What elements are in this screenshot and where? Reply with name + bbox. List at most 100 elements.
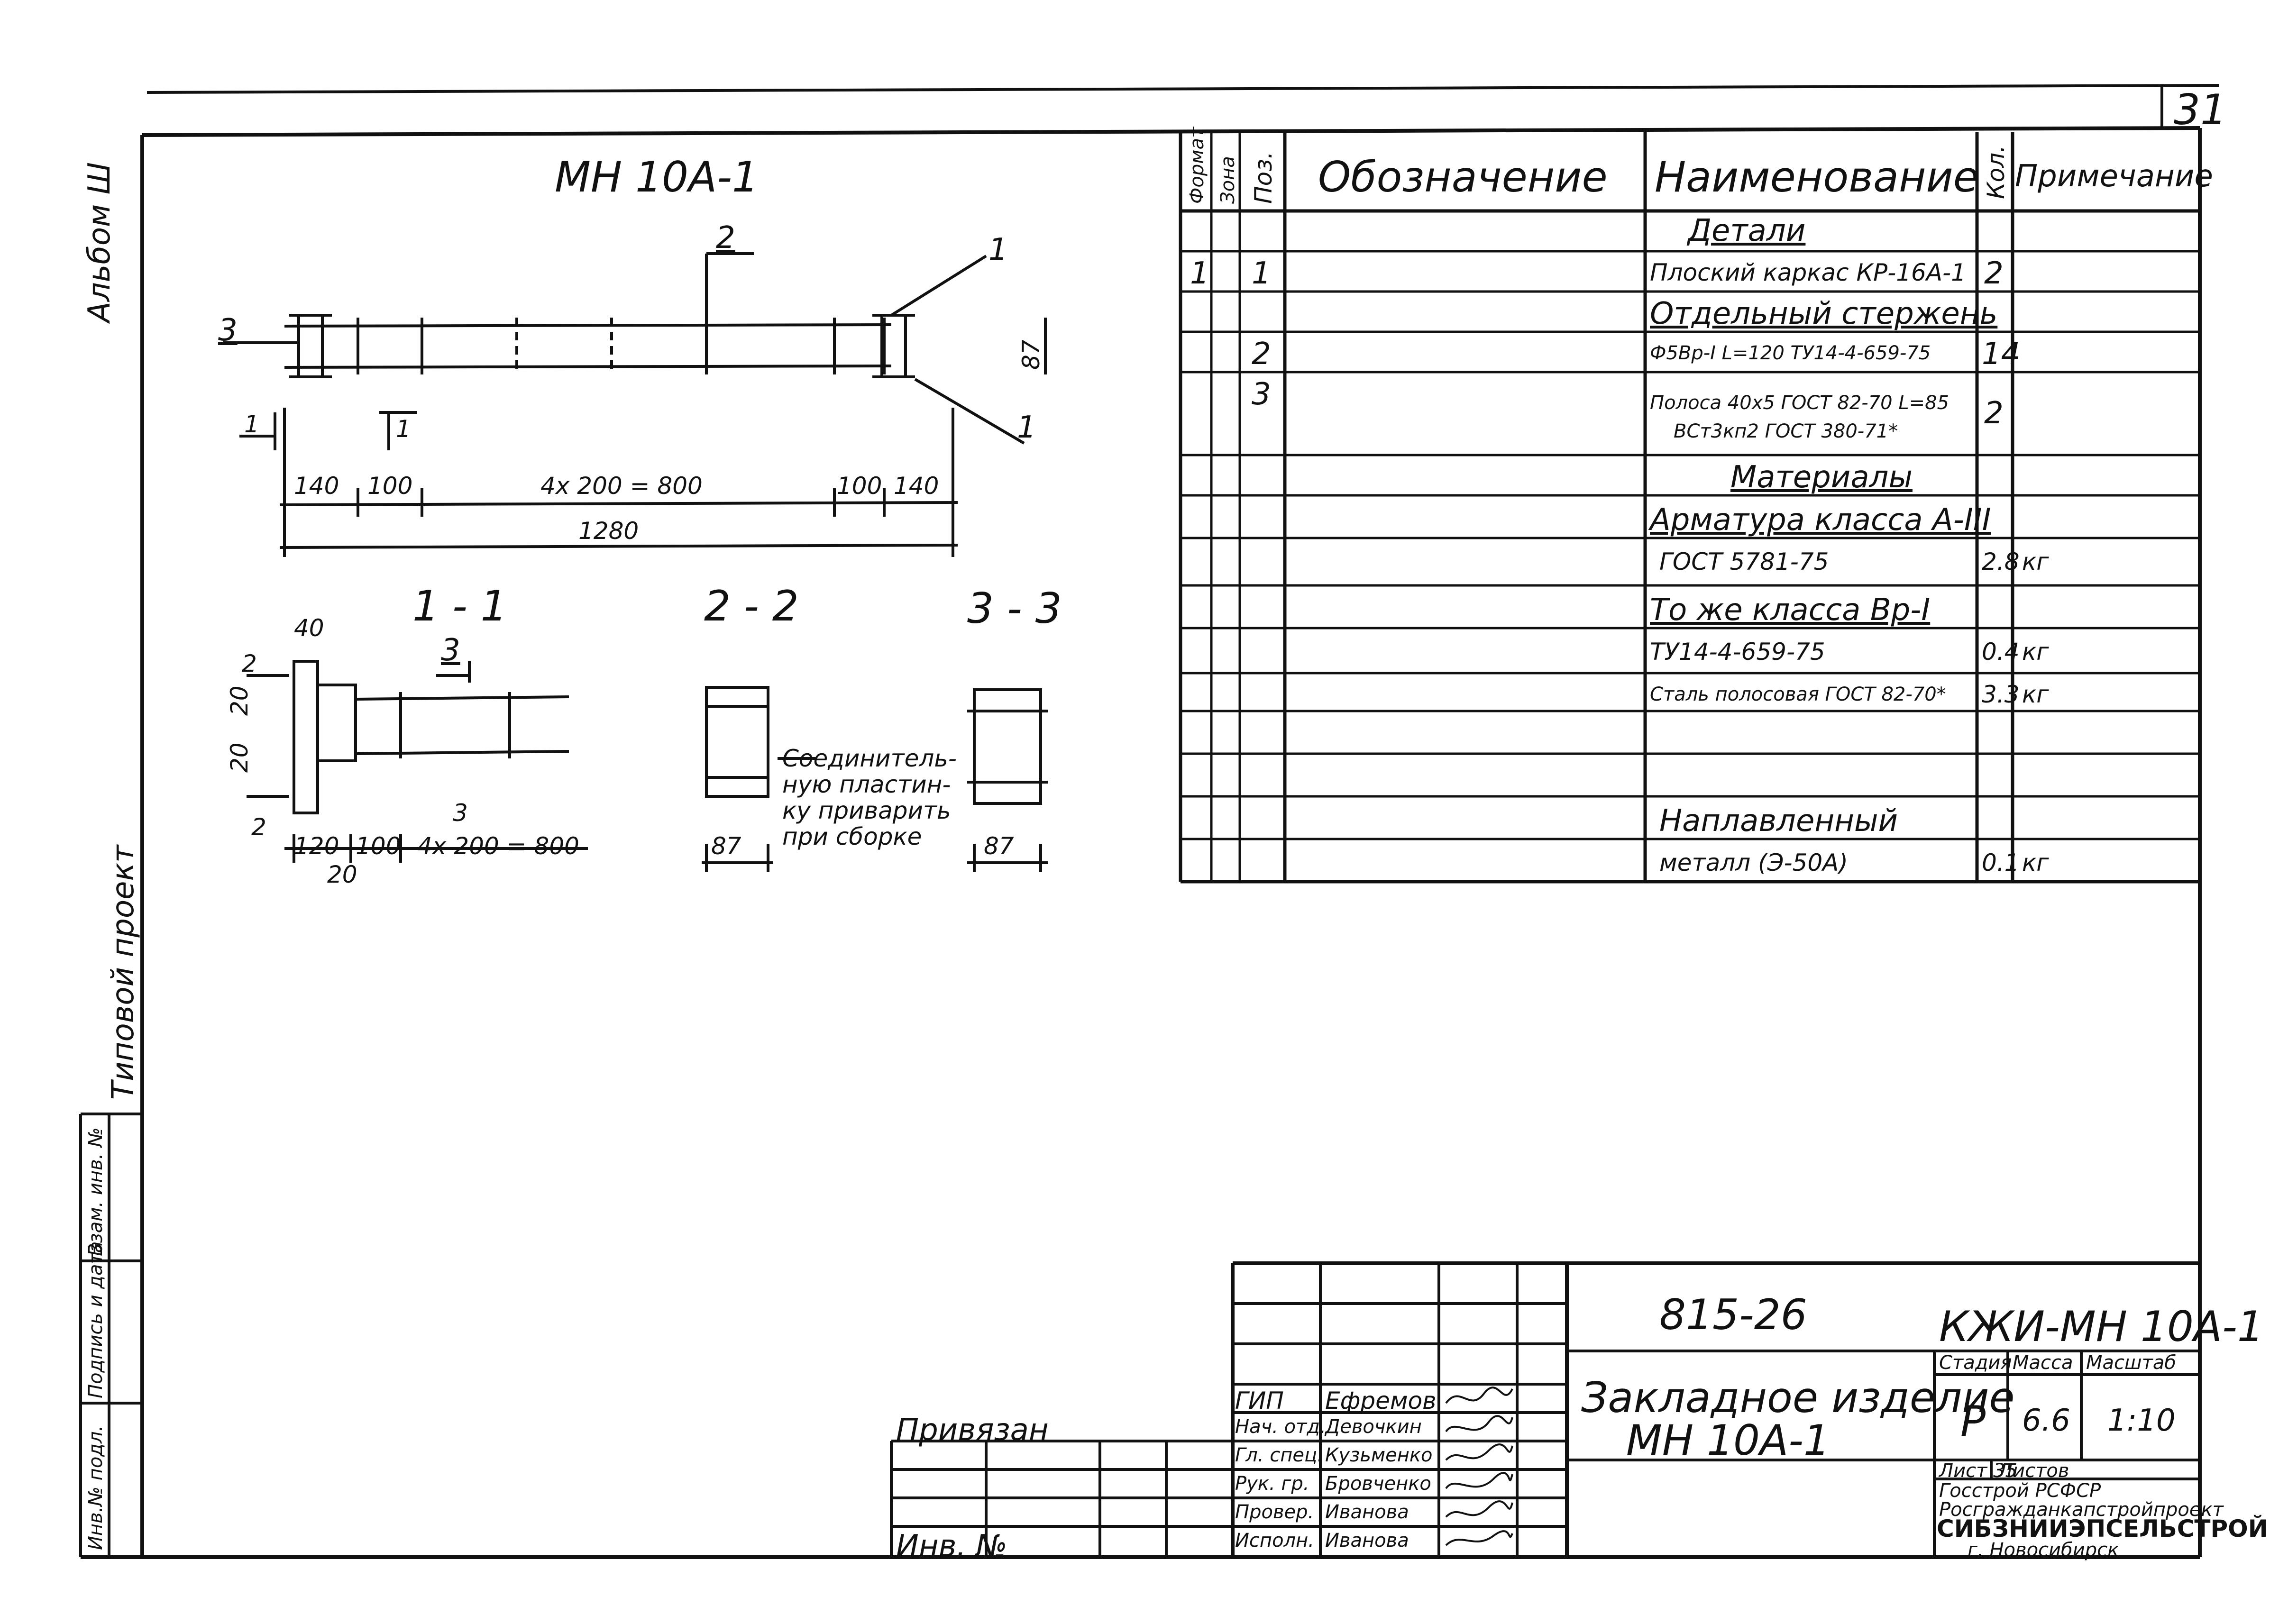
scale-value: 1:10 [2107, 1403, 2176, 1438]
staff-name: Ефремов [1325, 1387, 1437, 1414]
spec-row-name: Ф5Вр-I L=120 ТУ14-4-659-75 [1650, 342, 1931, 364]
stage-value: Р [1960, 1397, 1986, 1446]
spec-row-name: Арматура класса А-III [1650, 502, 1991, 538]
spec-row-qty: 3.3 [1982, 681, 2020, 708]
spec-row-name: Плоский каркас КР-16А-1 [1650, 259, 1966, 286]
signature [1445, 1530, 1513, 1546]
s11-cut-2-bottom: 2 [251, 813, 266, 841]
note-line-2: ную пластин- [782, 771, 951, 798]
staff-role: Гл. спец. [1235, 1444, 1323, 1466]
s11-dim-40: 40 [294, 614, 324, 642]
section-3-3-title: 3 - 3 [967, 584, 1062, 633]
callout-1-top: 1 [988, 232, 1008, 267]
staff-role: ГИП [1235, 1387, 1284, 1414]
section-2-2 [702, 686, 815, 872]
s11-dim-20a: 20 [226, 685, 253, 716]
s11-dim-120: 120 [294, 832, 339, 860]
section-2-2-title: 2 - 2 [704, 582, 799, 630]
spec-row-qty: 0.4 [1982, 638, 2020, 666]
signature [1445, 1415, 1513, 1432]
spec-row-name: металл (Э-50А) [1659, 849, 1848, 876]
spec-row-name: Отдельный стержень [1650, 296, 1998, 331]
spec-table-grid [1179, 132, 2200, 884]
callout-2: 2 [716, 220, 735, 255]
s33-dim-87: 87 [984, 832, 1014, 860]
spec-row-note: кг [2022, 638, 2049, 666]
doc-code: КЖИ-МН 10А-1 [1939, 1302, 2264, 1351]
dim-87-main: 87 [1017, 339, 1045, 370]
staff-role: Исполн. [1235, 1530, 1314, 1551]
s11-cut-3: 3 [441, 633, 460, 668]
spec-row-name-2: ВСт3кп2 ГОСТ 380-71* [1674, 420, 1898, 442]
note-line-4: при сборке [782, 823, 922, 850]
signature [1445, 1443, 1513, 1461]
s11-dim-20b: 20 [226, 742, 253, 773]
spec-row-name: Сталь полосовая ГОСТ 82-70* [1650, 684, 1946, 705]
note-line-3: ку приварить [782, 797, 951, 824]
callout-3: 3 [218, 313, 238, 348]
spec-header-zone: Зона [1217, 156, 1239, 204]
series-number: 815-26 [1659, 1290, 1807, 1339]
staff-name: Девочкин [1325, 1416, 1422, 1438]
spec-row-name: ТУ14-4-659-75 [1650, 638, 1825, 666]
spec-row-qty: 0.1 [1982, 849, 2020, 876]
title-block-grid [890, 1261, 2200, 1557]
s22-dim-87: 87 [711, 832, 741, 860]
spec-row-qty: 14 [1982, 337, 2021, 372]
s11-dim-4x200: 4х 200 = 800 [417, 832, 579, 860]
spec-header-pos: Поз. [1250, 151, 1277, 204]
signature [1445, 1387, 1513, 1404]
stamp-sign-label: Подпись и дата [85, 1241, 107, 1398]
sheet-label: Лист 35 [1939, 1460, 2017, 1482]
spec-row-name: Детали [1688, 213, 1806, 248]
spec-header-designation: Обозначение [1318, 153, 1608, 201]
spec-row-pos: 1 [1252, 256, 1271, 291]
drawing-title: МН 10А-1 [555, 153, 759, 201]
staff-name: Иванова [1325, 1530, 1409, 1551]
spec-row-qty: 2 [1984, 396, 2004, 431]
product-name-1: Закладное изделие [1581, 1373, 2015, 1422]
stage-label: Стадия [1939, 1352, 2012, 1374]
sheets-label: Листов [1998, 1460, 2069, 1482]
spec-row-format: 1 [1190, 256, 1209, 291]
section-1-1-title: 1 - 1 [412, 582, 507, 630]
main-view [223, 252, 1047, 557]
spec-row-name: Полоса 40х5 ГОСТ 82-70 L=85 [1650, 392, 1950, 414]
binding-label: Привязан [896, 1413, 1049, 1448]
org-line-3: СИБЗНИИЭПСЕЛЬСТРОЙ [1937, 1515, 2268, 1542]
mass-label: Масса [2013, 1352, 2073, 1374]
spec-row-note: кг [2022, 681, 2049, 708]
org-line-4: г. Новосибирск [1968, 1539, 2119, 1561]
spec-row-name: Наплавленный [1659, 803, 1898, 839]
spec-row-note: кг [2022, 548, 2049, 575]
cut-mark-1-right: 1 [396, 415, 411, 443]
staff-role: Провер. [1235, 1501, 1314, 1523]
section-3-3 [967, 688, 1048, 872]
spec-header-format: Формат [1186, 127, 1208, 204]
mass-value: 6.6 [2022, 1403, 2070, 1438]
spec-row-name: То же класса Вр-I [1650, 593, 1931, 628]
dim-1280: 1280 [578, 517, 639, 545]
spec-row-note: кг [2022, 849, 2049, 876]
spec-row-name: Материалы [1730, 460, 1913, 495]
s11-cut-3-bottom: 3 [453, 799, 468, 827]
scale-label: Масштаб [2086, 1352, 2177, 1374]
stamp-inv-label: Инв.№ подл. [85, 1425, 107, 1550]
org-line-1: Госстрой РСФСР [1939, 1480, 2101, 1502]
frame-top [142, 126, 2200, 137]
staff-name: Бровченко [1325, 1473, 1431, 1495]
staff-role: Нач. отд. [1235, 1416, 1326, 1438]
spec-row-pos: 3 [1252, 377, 1271, 412]
s11-dim-20c: 20 [327, 861, 357, 888]
org-line-2: Росгражданкапстройпроект [1939, 1499, 2224, 1521]
spec-header-name: Наименование [1655, 153, 1979, 201]
cut-mark-1-left: 1 [244, 411, 259, 438]
section-1-1 [247, 660, 588, 863]
spec-row-qty: 2 [1984, 256, 2004, 291]
dim-140-left: 140 [294, 472, 339, 500]
staff-name: Иванова [1325, 1501, 1409, 1523]
staff-name: Кузьменко [1325, 1444, 1433, 1466]
staff-role: Рук. гр. [1235, 1473, 1309, 1495]
